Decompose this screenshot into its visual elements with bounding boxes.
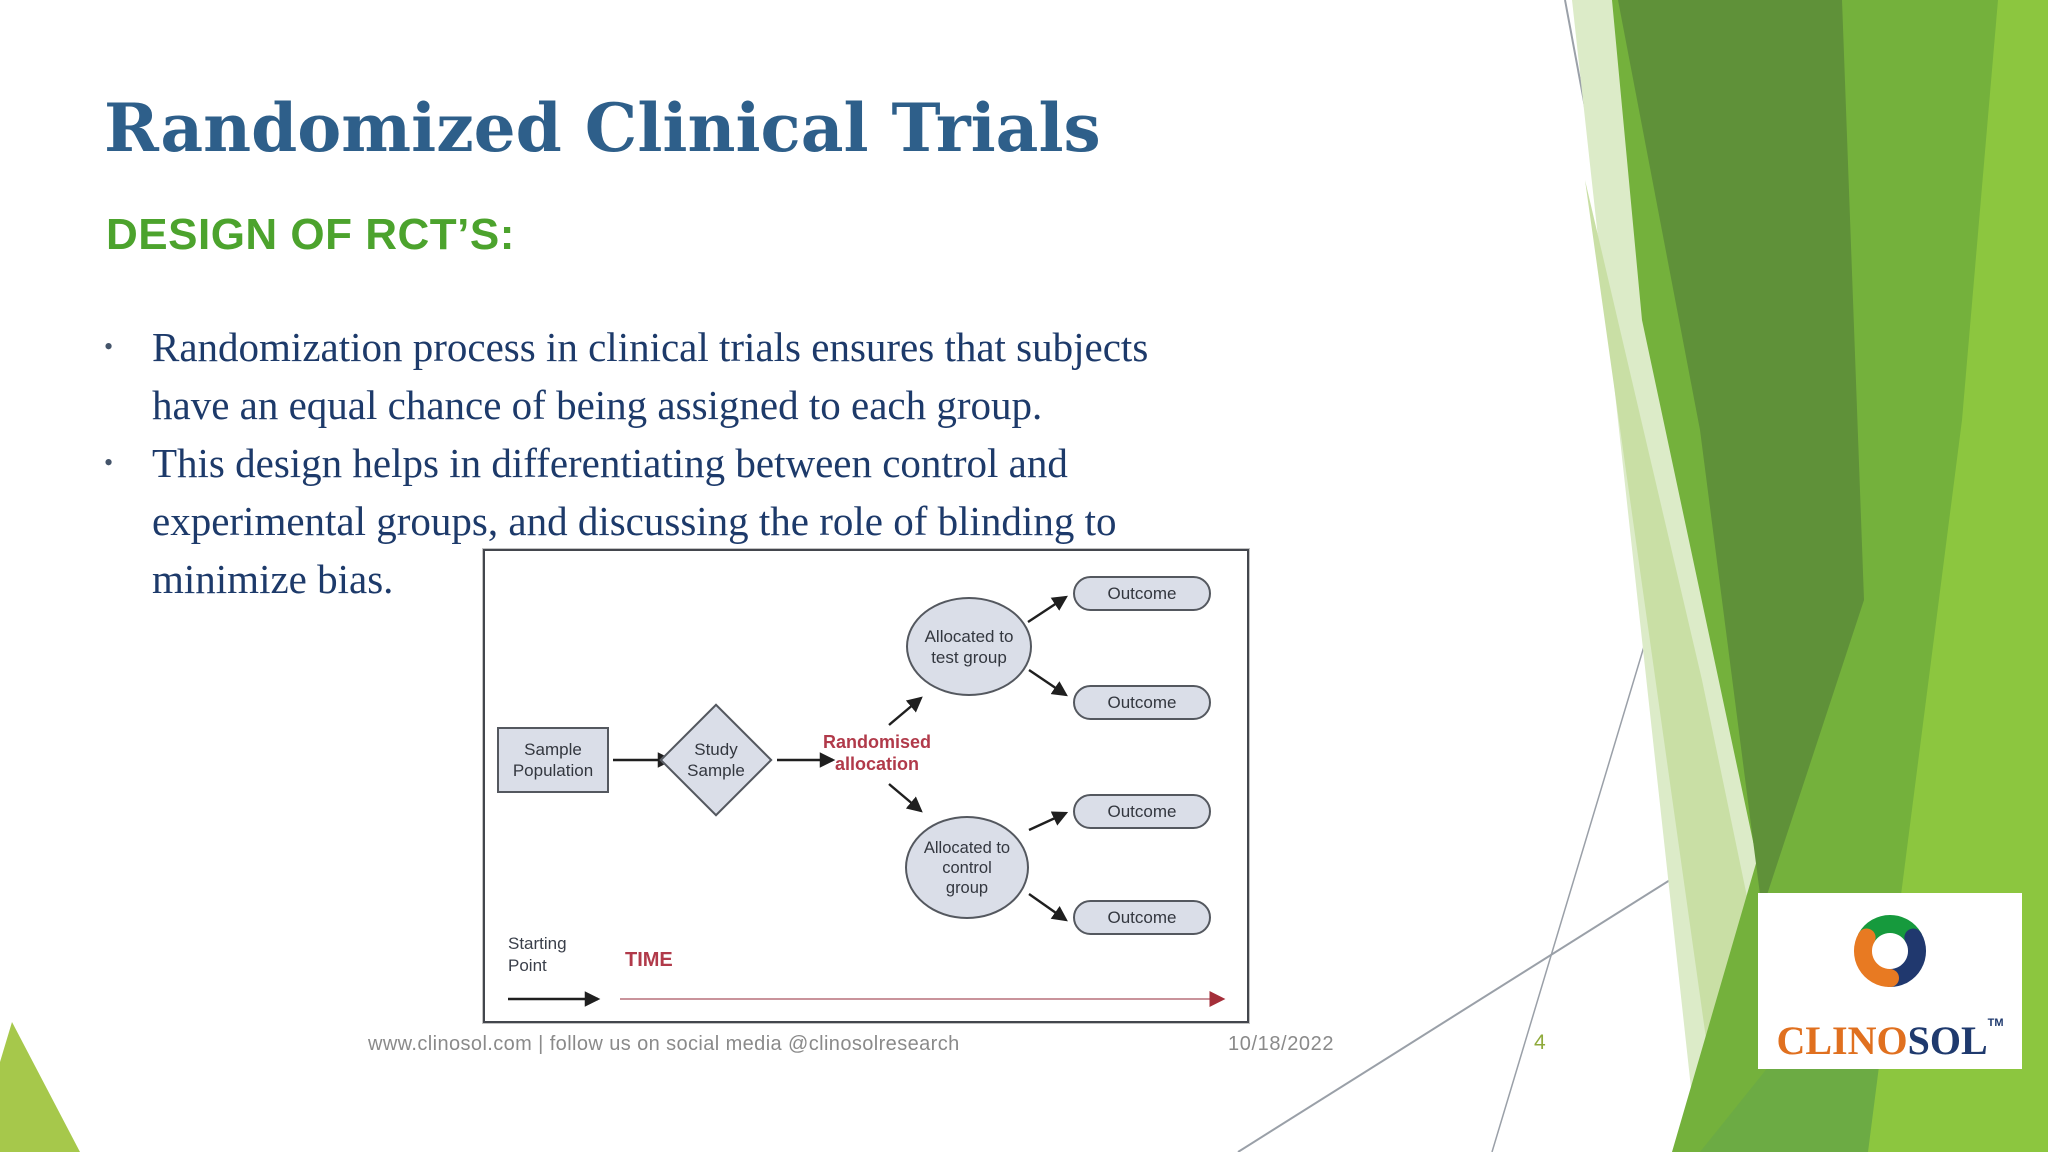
- logo-text-clino: CLINO: [1776, 1018, 1908, 1063]
- node-label: control: [942, 858, 992, 877]
- node-study-sample: Study Sample: [659, 703, 773, 817]
- time-label: TIME: [625, 949, 673, 971]
- logo-text-sol: SOL: [1907, 1018, 1988, 1063]
- bullet-text: minimize bias.: [152, 556, 394, 602]
- bullet-text: This design helps in differentiating bet…: [152, 440, 1068, 486]
- slide-subtitle: DESIGN OF RCT’S:: [106, 210, 515, 259]
- node-label: Allocated to: [924, 626, 1014, 646]
- bullet-marker: •: [104, 332, 114, 361]
- logo-wordmark: CLINOSOLTM: [1776, 1003, 2003, 1061]
- arrow: [888, 696, 923, 726]
- footer-website-text: www.clinosol.com | follow us on social m…: [368, 1033, 960, 1055]
- footer-date: 10/18/2022: [1228, 1033, 1335, 1055]
- hands-logo-icon: [1854, 914, 1926, 988]
- arrow: [1027, 595, 1068, 624]
- arrow: [1028, 811, 1069, 832]
- node-label: Allocated to: [923, 838, 1011, 857]
- clinosol-logo: CLINOSOLTM: [1758, 893, 2022, 1069]
- node-outcome-4: Outcome: [1073, 900, 1211, 935]
- node-randomised-allocation: Randomised allocation: [822, 732, 932, 774]
- node-test-group: Allocated to test group: [906, 597, 1032, 696]
- bullet-text: have an equal chance of being assigned t…: [152, 382, 1043, 428]
- node-label: Study Sample: [687, 740, 745, 780]
- list-item: • This design helps in differentiating b…: [102, 434, 1502, 608]
- starting-point-label: Starting Point: [508, 934, 567, 975]
- facet-dark-green: [1618, 0, 1864, 910]
- arrow: [1028, 669, 1068, 697]
- slide-title: Randomized Clinical Trials: [104, 89, 1101, 167]
- bullet-text: experimental groups, and discussing the …: [152, 498, 1117, 544]
- diagram-arrows: [508, 595, 1226, 1007]
- page-number: 4: [1534, 1031, 1546, 1054]
- node-outcome-1: Outcome: [1073, 576, 1211, 611]
- node-outcome-3: Outcome: [1073, 794, 1211, 829]
- node-label: Sample: [524, 740, 582, 759]
- bullet-text: Randomization process in clinical trials…: [152, 324, 1149, 370]
- bullet-list: • Randomization process in clinical tria…: [102, 318, 1502, 608]
- facet-light-green: [1868, 0, 2048, 1152]
- rct-flow-diagram: Sample Population Study Sample Randomise…: [483, 549, 1249, 1023]
- arrow: [1028, 893, 1068, 922]
- logo-tm-mark: TM: [1987, 1017, 2004, 1029]
- arrow: [888, 783, 923, 813]
- node-label: test group: [931, 647, 1007, 667]
- list-item: • Randomization process in clinical tria…: [102, 318, 1502, 434]
- node-outcome-2: Outcome: [1073, 685, 1211, 720]
- node-label: group: [945, 878, 989, 897]
- corner-wedge: [0, 1022, 80, 1152]
- bullet-marker: •: [104, 448, 114, 477]
- node-control-group: Allocated to control group: [905, 816, 1029, 919]
- node-sample-population: Sample Population: [497, 727, 609, 793]
- node-label: Population: [512, 761, 594, 780]
